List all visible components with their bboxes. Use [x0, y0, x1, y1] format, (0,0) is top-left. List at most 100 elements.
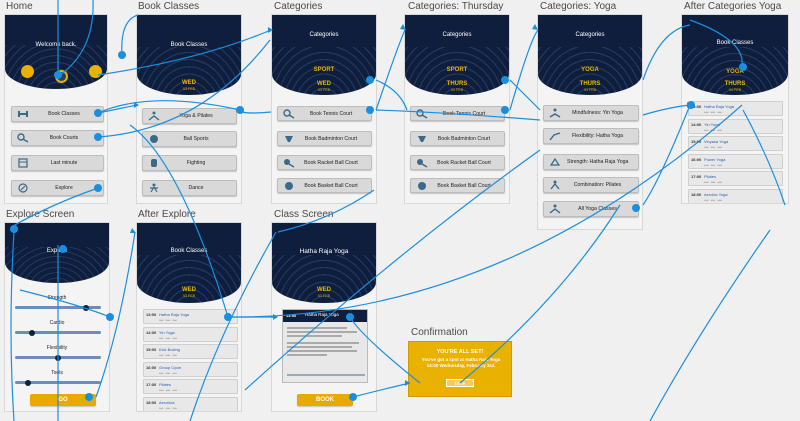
- home-welcome-text: Welcome back.: [35, 42, 77, 48]
- slider-handle[interactable]: [24, 379, 31, 386]
- explore-header: Explore: [5, 223, 109, 283]
- ball-sports-button[interactable]: Ball Sports: [142, 131, 237, 147]
- shuttlecock-icon: [418, 135, 426, 142]
- book-basket-ball-court-button[interactable]: Book Basket Ball Court: [277, 178, 372, 193]
- wire-paths: [10, 0, 786, 421]
- book-courts-button[interactable]: Book Courts: [11, 130, 104, 146]
- class-time: 16:00: [146, 364, 157, 370]
- categories-title: Categories: [575, 32, 605, 38]
- book-classes-button[interactable]: Book Classes: [11, 106, 104, 122]
- class-name: Pilates: [159, 382, 172, 387]
- class-meta: ▪▪▪▪▪ ▪▪▪▪▪ ▪▪▪▪▪: [159, 371, 178, 375]
- dance-button[interactable]: Dance: [142, 180, 237, 196]
- class-time: 18:00: [691, 191, 702, 197]
- class-time: 13:00: [691, 104, 702, 109]
- explore-button[interactable]: Explore: [11, 180, 104, 196]
- book-badminton-court-button[interactable]: Book Badminton Court: [277, 131, 372, 146]
- description-line: [287, 327, 347, 329]
- fighting-button[interactable]: Fighting: [142, 155, 237, 171]
- class-meta: ▪▪▪▪▪ ▪▪▪▪▪ ▪▪▪▪▪: [704, 111, 723, 114]
- strength-hatha-raja-yoga-button[interactable]: Strength: Hatha Raja Yoga: [543, 154, 639, 170]
- artboard-title-after-explore: After Explore: [138, 209, 196, 220]
- wire: [509, 29, 539, 111]
- artboard-title-categories: Categories: [274, 1, 323, 12]
- class-time: 18:00: [146, 399, 157, 405]
- mindfulness-yin-yoga-button[interactable]: Mindfulness: Yin Yoga: [543, 105, 639, 121]
- dumbbell-icon: [18, 111, 28, 117]
- profile-icon[interactable]: [55, 70, 68, 83]
- book-tennis-court-button[interactable]: Book Tennis Court: [410, 106, 505, 121]
- yoga-pilates-button[interactable]: Yoga & Pilates: [142, 108, 237, 124]
- book-basket-ball-court-button[interactable]: Book Basket Ball Court: [410, 178, 505, 193]
- ball-icon: [150, 135, 158, 143]
- description-line: [287, 331, 357, 333]
- book-button[interactable]: BOOK: [297, 394, 353, 406]
- class-name: Yin Yoga: [704, 121, 720, 127]
- class-meta: ▪▪▪▪▪ ▪▪▪▪▪ ▪▪▪▪▪: [159, 319, 178, 322]
- category-label: SPORT: [313, 67, 335, 73]
- done-button[interactable]: Done: [446, 379, 474, 387]
- class-name: Hatha Raja Yoga: [704, 104, 735, 109]
- description-line: [287, 346, 352, 348]
- last-minute-button[interactable]: Last minute: [11, 155, 104, 171]
- slider-handle[interactable]: [29, 329, 36, 336]
- artboard-title-explore: Explore Screen: [6, 209, 75, 220]
- artboard-title-home: Home: [6, 1, 33, 12]
- categories-title: Categories: [442, 32, 472, 38]
- artboard-title-class-screen: Class Screen: [274, 209, 334, 220]
- racket-icon: [17, 133, 29, 143]
- description-line: [287, 335, 342, 337]
- book-racket-ball-court-button[interactable]: Book Racket Ball Court: [410, 155, 505, 170]
- slider-label: Strength: [47, 295, 67, 301]
- settings-icon[interactable]: [89, 65, 102, 78]
- combination-pilates-button[interactable]: Combination: Pilates: [543, 177, 639, 193]
- category-label: YOGA: [581, 67, 599, 73]
- class-meta: ▪▪▪▪▪ ▪▪▪▪▪ ▪▪▪▪▪: [704, 146, 723, 149]
- pilates-icon: [550, 180, 560, 190]
- confirmation-message: You've got a spot at Hatha Raja Yoga 13:…: [421, 357, 501, 368]
- confirmation-card: YOU'RE ALL SET! You've got a spot at Hat…: [408, 341, 512, 397]
- book-badminton-court-button[interactable]: Book Badminton Court: [410, 131, 505, 146]
- slider-track[interactable]: [15, 331, 101, 334]
- go-button[interactable]: GO: [30, 394, 96, 406]
- slider-handle[interactable]: [55, 354, 61, 361]
- all-yoga-classes-button[interactable]: All Yoga Classes: [543, 201, 639, 217]
- class-meta: ▪▪▪▪▪ ▪▪▪▪▪ ▪▪▪▪▪: [159, 406, 178, 410]
- artboard-home: Welcome back. Book Classes Book Courts L…: [4, 14, 108, 204]
- class-time: 15:00: [691, 139, 702, 144]
- wire: [241, 111, 272, 114]
- book-racket-ball-court-button[interactable]: Book Racket Ball Court: [277, 155, 372, 170]
- artboard-title-categories-thursday: Categories: Thursday: [408, 1, 504, 12]
- class-meta: ▪▪▪▪▪ ▪▪▪▪▪ ▪▪▪▪▪: [159, 354, 178, 357]
- class-meta: ▪▪▪▪▪ ▪▪▪▪▪ ▪▪▪▪▪: [704, 198, 723, 202]
- calendar-icon: [18, 158, 28, 168]
- racket-icon: [417, 158, 428, 168]
- slider-handle[interactable]: [82, 304, 89, 311]
- description-line: [287, 354, 327, 356]
- user-avatar-icon[interactable]: [21, 65, 34, 78]
- book-tennis-court-button[interactable]: Book Tennis Court: [277, 106, 372, 121]
- class-time: 14:00: [691, 121, 702, 127]
- class-time: 13:00: [286, 313, 297, 318]
- flexibility-hatha-yoga-button[interactable]: Flexibility: Hatha Yoga: [543, 128, 639, 144]
- description-line: [287, 350, 357, 352]
